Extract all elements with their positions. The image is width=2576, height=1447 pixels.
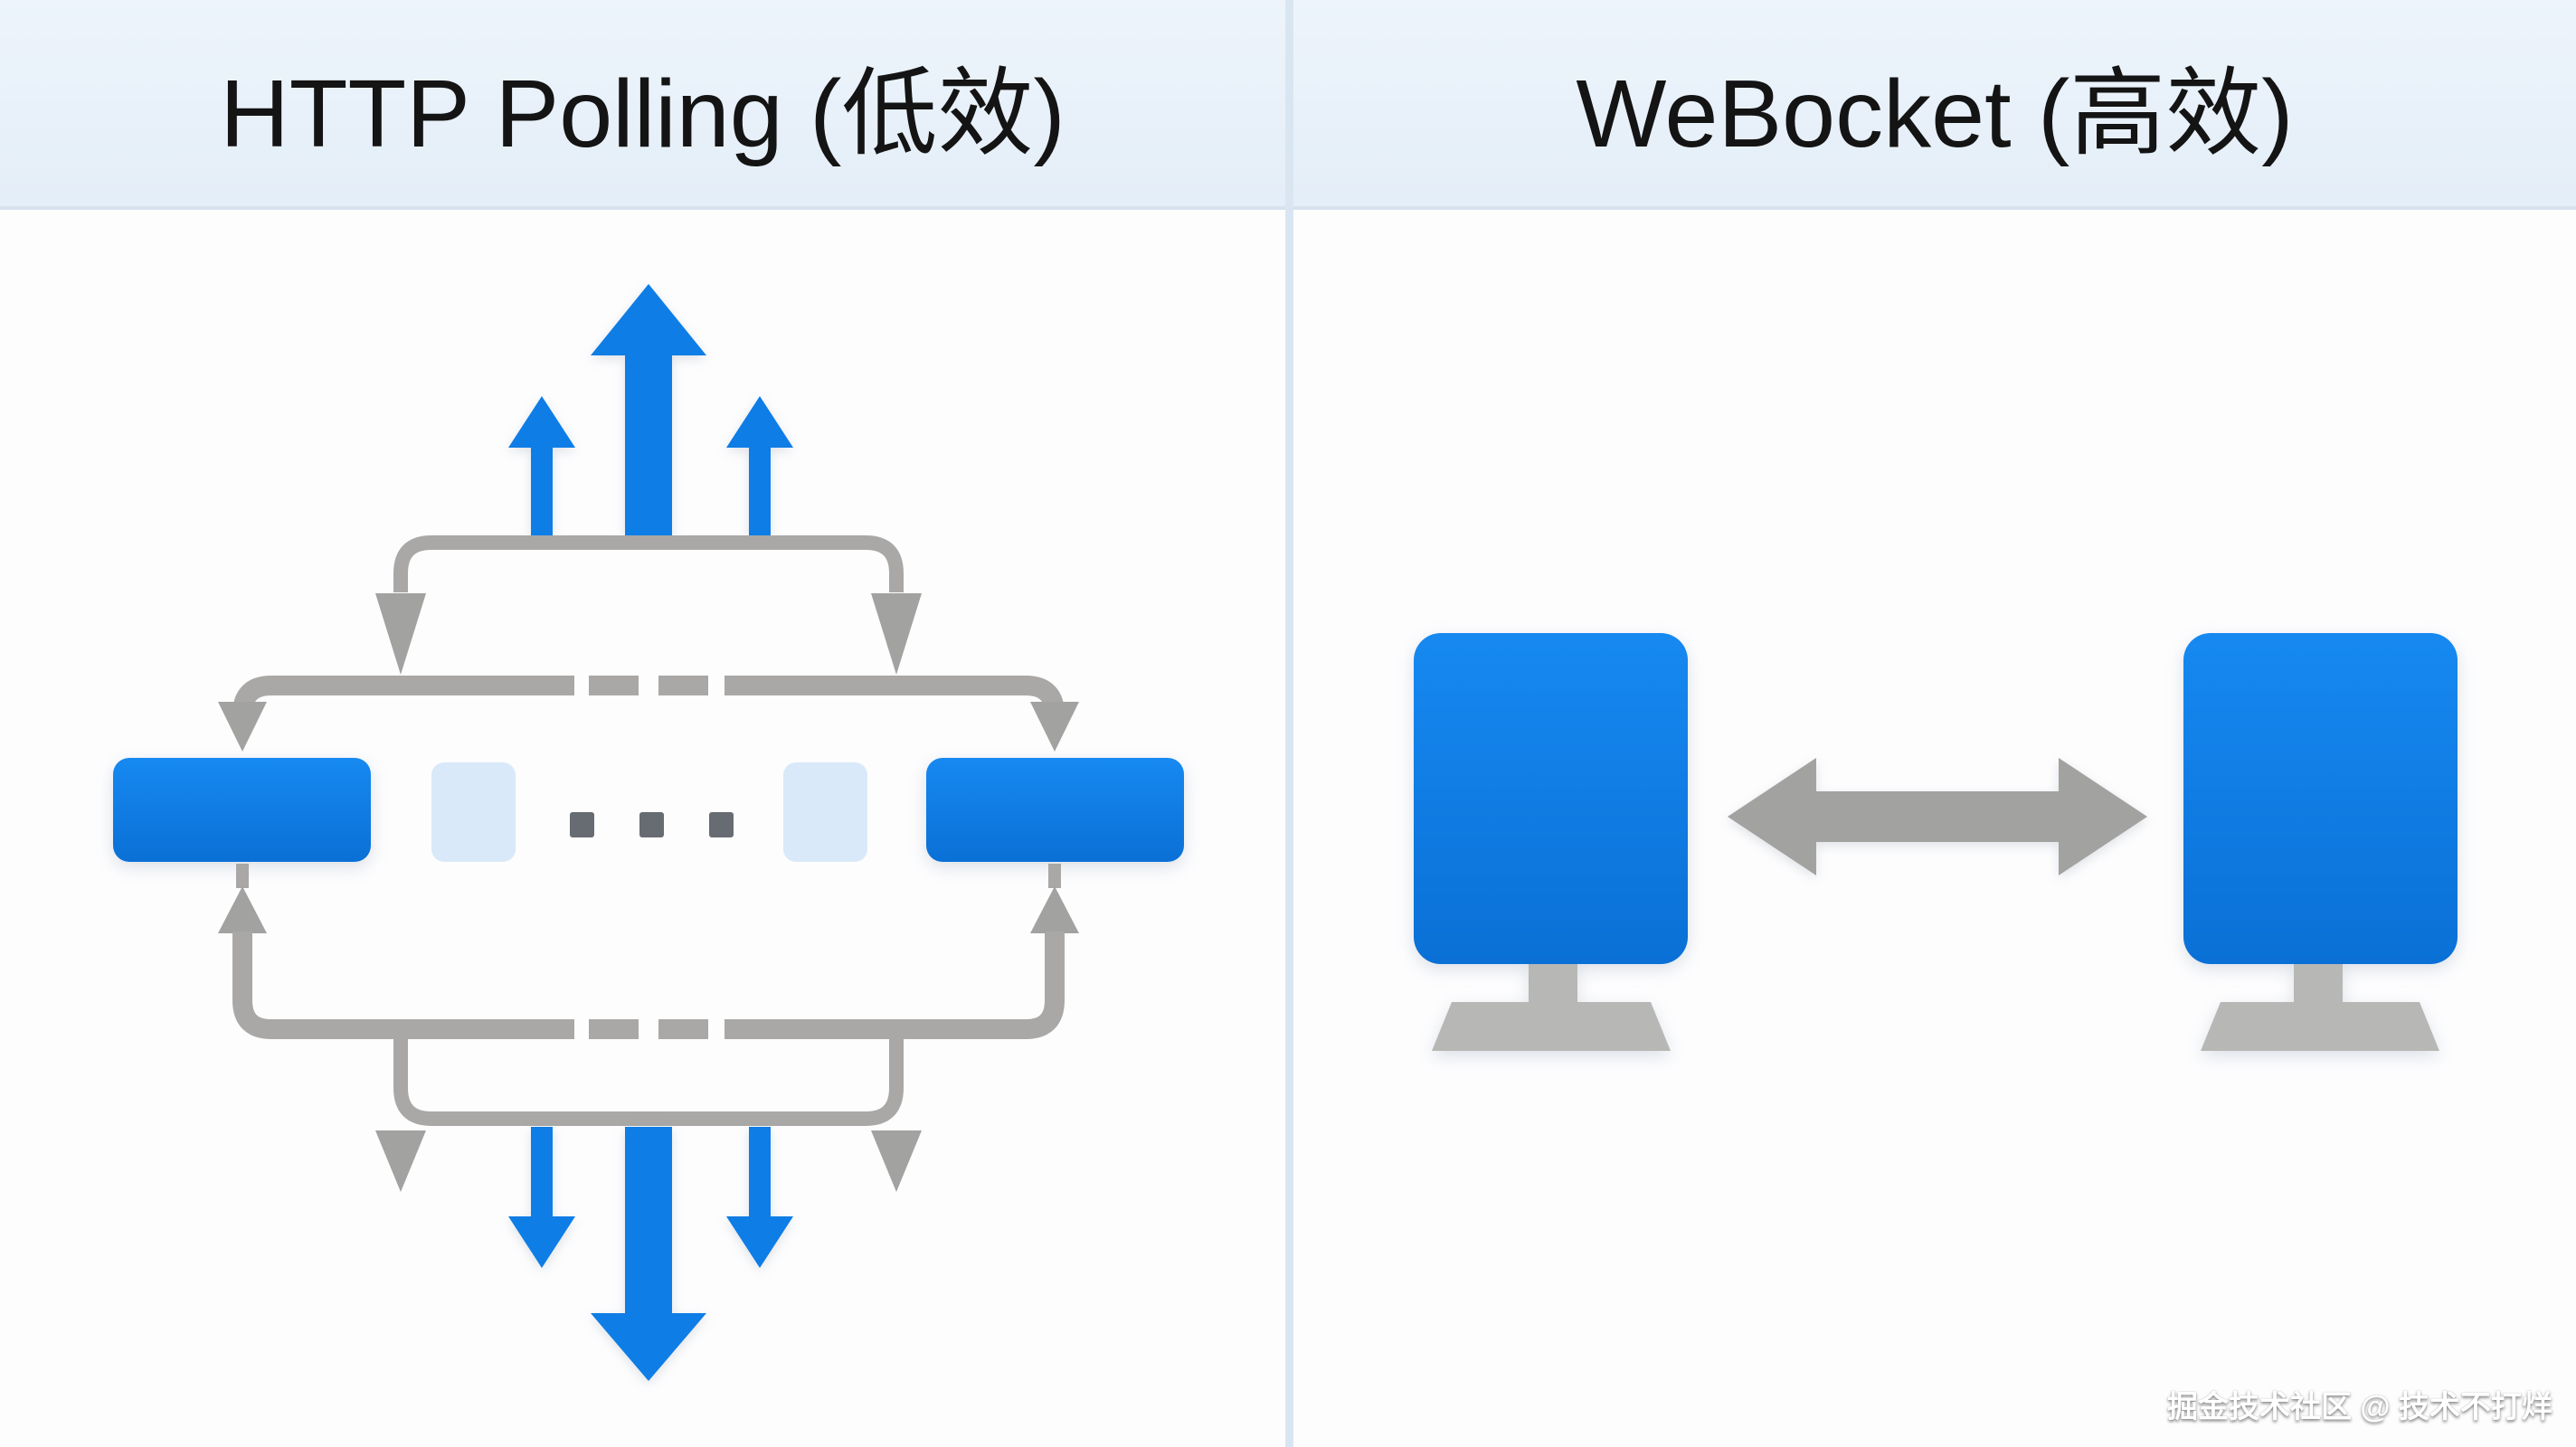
down-arrow-big: [591, 1127, 706, 1381]
server-monitor-icon: [2183, 633, 2458, 1051]
right-panel-title: WeBocket (高效): [1576, 61, 2294, 167]
arrowhead-into-left-box: [218, 702, 267, 752]
panel-divider: [1285, 0, 1293, 1447]
client-monitor-neck: [1529, 959, 1577, 1006]
server-monitor-base: [2201, 1002, 2439, 1051]
bidirectional-arrow-icon: [1728, 758, 2147, 875]
up-arrow-small-left: [508, 396, 575, 535]
polling-bracket-bottom-wide: [232, 932, 1065, 1039]
watermark: 掘金技术社区 @ 技术不打烊: [2166, 1390, 2552, 1424]
server-box: [926, 758, 1184, 862]
server-monitor-screen: [2183, 633, 2458, 964]
arrowhead-up-right: [1030, 886, 1079, 933]
polling-bracket-bottom-narrow: [393, 1031, 904, 1126]
arrowhead-down-left-upper: [375, 593, 426, 675]
polling-bracket-top-narrow: [393, 535, 904, 592]
downstream-arrows: [508, 1127, 793, 1381]
ellipsis-dots: [570, 812, 734, 837]
up-arrow-small-right: [726, 396, 793, 535]
server-monitor-neck: [2294, 959, 2343, 1006]
client-box: [113, 758, 371, 862]
http-polling-diagram: [113, 284, 1184, 1381]
client-monitor-screen: [1414, 633, 1688, 964]
arrowhead-into-right-box: [1030, 702, 1079, 752]
message-slot-right: [783, 762, 867, 862]
message-slot-left: [431, 762, 516, 862]
up-arrow-big: [591, 284, 706, 535]
websocket-diagram: [1414, 633, 2458, 1051]
client-monitor-icon: [1414, 633, 1688, 1051]
endpoint-row: [113, 758, 1184, 862]
arrowhead-down-right-lower: [871, 1130, 922, 1192]
down-arrow-small-left: [508, 1127, 575, 1268]
arrowhead-up-left: [218, 886, 267, 933]
polling-bracket-top-wide: [232, 676, 1065, 724]
down-arrow-small-right: [726, 1127, 793, 1268]
upstream-arrows: [508, 284, 793, 535]
left-panel-title: HTTP Polling (低效): [220, 61, 1065, 167]
arrowhead-down-right-upper: [871, 593, 922, 675]
arrowhead-down-left-lower: [375, 1130, 426, 1192]
client-monitor-base: [1432, 1002, 1671, 1051]
